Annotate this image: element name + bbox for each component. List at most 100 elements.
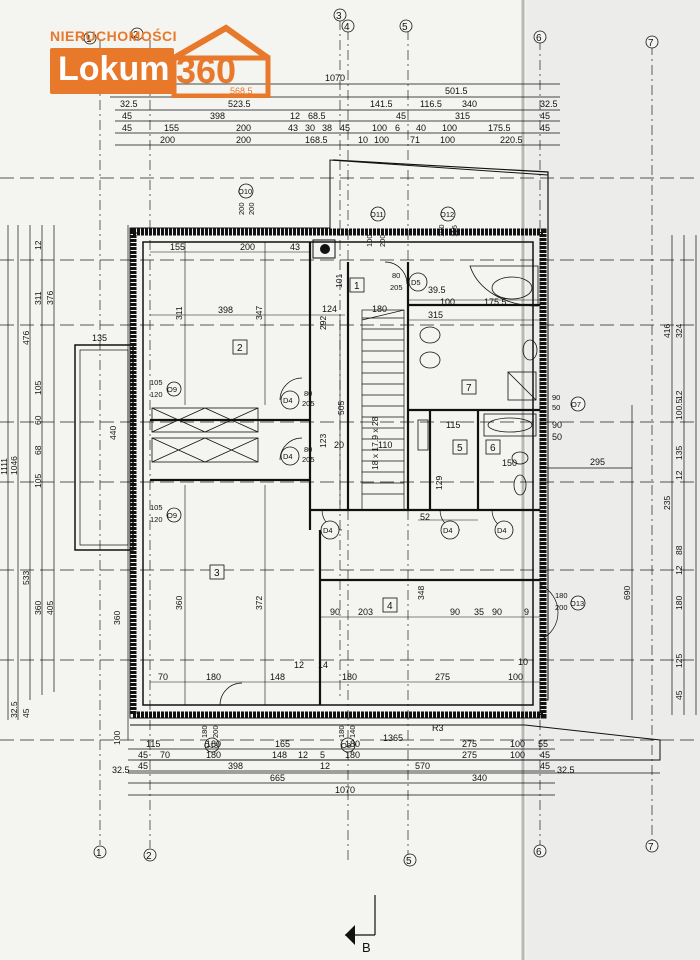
svg-text:155: 155 — [170, 242, 185, 252]
svg-text:140: 140 — [348, 725, 357, 738]
outer-walls — [129, 159, 549, 719]
axis-bottom-5: 5 — [406, 856, 412, 867]
svg-text:125: 125 — [674, 654, 684, 668]
svg-text:168.5: 168.5 — [305, 135, 328, 145]
svg-text:D4: D4 — [283, 452, 293, 461]
svg-text:100.5: 100.5 — [674, 398, 684, 420]
axis-bottom-1: 1 — [96, 848, 102, 859]
room-number-1: 1 — [354, 281, 360, 292]
svg-text:533: 533 — [21, 571, 31, 585]
svg-text:O13: O13 — [204, 741, 218, 750]
svg-text:100: 100 — [440, 297, 455, 307]
top-dimension-lines — [110, 83, 560, 146]
svg-text:200: 200 — [247, 202, 256, 215]
svg-text:12: 12 — [674, 390, 684, 400]
svg-text:5: 5 — [320, 750, 325, 760]
svg-text:398: 398 — [218, 305, 233, 315]
svg-text:45: 45 — [540, 761, 550, 771]
axis-bottom-7: 7 — [648, 842, 654, 853]
left-dimension-text: 1111 1046 476 311 376 533 360 405 135 44… — [0, 240, 122, 745]
svg-text:120: 120 — [150, 515, 163, 524]
svg-text:20: 20 — [334, 440, 344, 450]
logo-brand-box — [50, 48, 174, 94]
axis-label-5: 5 — [402, 22, 408, 33]
logo-tagline: NIERUCHOMOŚCI — [50, 28, 178, 44]
axis-label-7: 7 — [648, 38, 654, 49]
svg-text:200: 200 — [555, 603, 568, 612]
svg-text:1111: 1111 — [0, 458, 9, 475]
svg-text:50: 50 — [552, 432, 562, 442]
axis-label-3: 3 — [336, 11, 342, 22]
svg-text:123: 123 — [318, 434, 328, 448]
svg-text:200: 200 — [236, 135, 251, 145]
svg-text:70: 70 — [160, 750, 170, 760]
svg-text:45: 45 — [396, 111, 406, 121]
svg-text:200: 200 — [211, 725, 220, 738]
svg-text:43: 43 — [288, 123, 298, 133]
svg-text:175.5: 175.5 — [484, 297, 507, 307]
axis-label-1: 1 — [86, 34, 92, 45]
svg-text:90: 90 — [552, 393, 560, 402]
room-number-2: 2 — [237, 343, 243, 354]
svg-text:12: 12 — [320, 761, 330, 771]
svg-text:32.5: 32.5 — [9, 701, 19, 718]
right-dimension-lines — [540, 235, 697, 720]
svg-text:405: 405 — [45, 601, 55, 615]
staircase — [361, 309, 405, 511]
svg-text:32.5: 32.5 — [120, 99, 138, 109]
svg-text:100: 100 — [442, 123, 457, 133]
interior-dim-lines — [150, 242, 540, 705]
svg-text:180: 180 — [674, 596, 684, 610]
window-tags: O9 105 120 O9 105 120 O10 200 200 O11 10… — [150, 183, 586, 753]
bathroom-fixtures — [417, 265, 539, 496]
svg-text:101: 101 — [334, 274, 344, 288]
svg-text:45: 45 — [674, 690, 684, 700]
svg-text:18 x 17.9 x 28: 18 x 17.9 x 28 — [370, 416, 380, 470]
svg-text:D5: D5 — [411, 278, 421, 287]
svg-text:165: 165 — [275, 739, 290, 749]
room-number-7: 7 — [466, 383, 472, 394]
svg-text:12: 12 — [294, 660, 304, 670]
svg-text:200: 200 — [240, 242, 255, 252]
svg-text:90: 90 — [552, 420, 562, 430]
svg-text:203: 203 — [358, 607, 373, 617]
svg-text:O8: O8 — [341, 741, 351, 750]
room-number-5: 5 — [457, 443, 463, 454]
svg-text:115: 115 — [146, 739, 160, 749]
svg-text:180: 180 — [200, 725, 209, 738]
svg-text:80: 80 — [304, 389, 312, 398]
svg-text:376: 376 — [45, 291, 55, 305]
svg-text:570: 570 — [415, 761, 430, 771]
svg-text:35: 35 — [474, 607, 484, 617]
svg-text:440: 440 — [108, 426, 118, 440]
svg-text:200: 200 — [160, 135, 175, 145]
svg-text:180: 180 — [206, 672, 221, 682]
svg-text:40: 40 — [416, 123, 426, 133]
svg-text:501.5: 501.5 — [445, 86, 468, 96]
svg-text:180: 180 — [345, 739, 360, 749]
svg-text:R3: R3 — [432, 723, 444, 733]
svg-text:568.5: 568.5 — [230, 86, 253, 96]
svg-text:12: 12 — [674, 470, 684, 480]
svg-text:200: 200 — [237, 202, 246, 215]
svg-text:12: 12 — [674, 565, 684, 575]
svg-text:105: 105 — [150, 503, 163, 512]
interior-dim-text: 155 200 43 398 347 311 292 124 360 372 1… — [158, 242, 529, 682]
svg-text:6: 6 — [395, 123, 400, 133]
svg-text:9: 9 — [524, 607, 529, 617]
svg-text:55: 55 — [538, 739, 548, 749]
svg-text:340: 340 — [472, 773, 487, 783]
svg-text:398: 398 — [210, 111, 225, 121]
axis-label-2: 2 — [133, 30, 139, 41]
roof-outline — [332, 159, 549, 250]
svg-text:155: 155 — [164, 123, 179, 133]
svg-text:O13: O13 — [570, 599, 584, 608]
svg-text:360: 360 — [112, 611, 122, 625]
svg-text:45: 45 — [122, 111, 132, 121]
svg-text:D4: D4 — [443, 526, 453, 535]
svg-text:148: 148 — [270, 672, 285, 682]
misc-labels: 150 R3 — [432, 458, 517, 733]
svg-text:360: 360 — [33, 601, 43, 615]
chimney-flue — [320, 244, 330, 254]
svg-text:100: 100 — [508, 672, 523, 682]
